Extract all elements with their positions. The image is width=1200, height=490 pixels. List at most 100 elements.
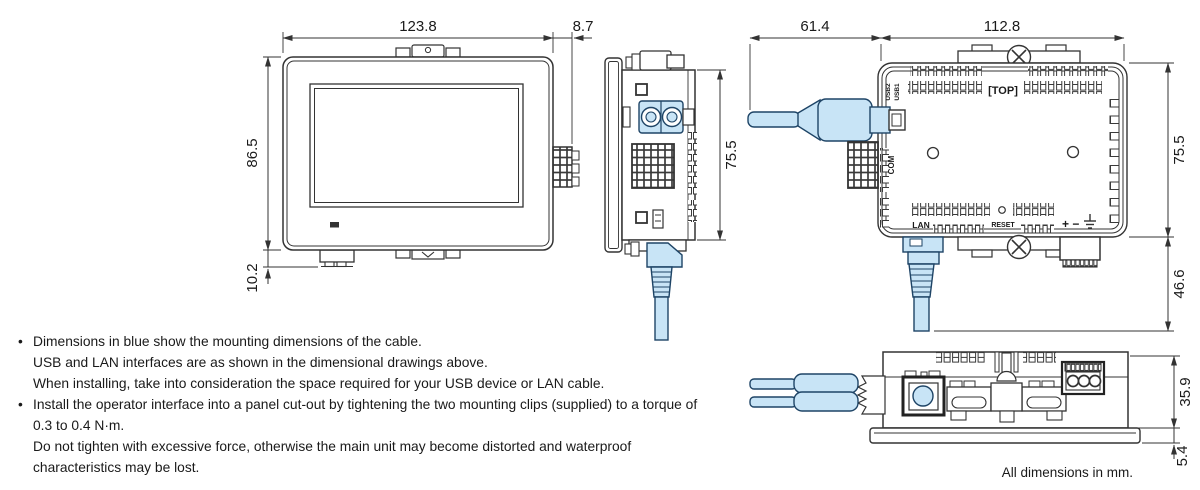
rear-cable-dim-label: 61.4	[800, 18, 829, 35]
front-side-connector	[552, 146, 580, 188]
bottom-usb-port	[901, 370, 946, 417]
power-plus-minus-label: + −	[1062, 217, 1079, 231]
front-led-indicator	[330, 222, 339, 228]
front-top-clip	[395, 44, 461, 58]
note-text: USB and LAN interfaces are as shown in t…	[33, 355, 488, 370]
front-bottom-depth-dim-label: 10.2	[244, 263, 261, 292]
side-small-slot	[652, 209, 664, 229]
rear-cable-drop-dimension: 46.6	[934, 236, 1188, 332]
front-screen	[309, 83, 524, 208]
usb-receptacle	[888, 109, 906, 131]
rear-power-terminal	[1059, 236, 1101, 268]
note-text: Do not tighten with excessive force, oth…	[33, 439, 632, 454]
functional-earth-icon	[1084, 214, 1096, 229]
rear-vent-row	[912, 203, 990, 216]
front-height-dimension: 86.5	[244, 56, 281, 251]
com-port-label: COM	[887, 155, 896, 174]
rear-vent-row	[1024, 81, 1102, 94]
rear-view: [TOP] USB2 USB1 COM LAN RESET	[747, 18, 1188, 332]
front-width-dimension: 123.8	[282, 18, 554, 53]
side-terminal-block	[631, 143, 675, 189]
rear-vent-row-small	[1021, 224, 1054, 233]
side-usb-connector	[638, 100, 695, 134]
note-line: USB and LAN interfaces are as shown in t…	[18, 352, 758, 373]
side-bezel-slot	[622, 106, 631, 128]
rear-cable-dimension: 61.4	[749, 18, 882, 110]
com-connector	[847, 141, 879, 189]
front-bottom-depth-dimension: 10.2	[244, 250, 318, 293]
front-width-dim-label: 123.8	[399, 18, 437, 35]
front-view: 123.8 8.7 86.5 10.2	[244, 18, 593, 293]
rear-height-dim-label: 75.5	[1171, 135, 1188, 164]
rear-vent-row	[908, 81, 982, 94]
side-top-clip	[625, 50, 685, 71]
bottom-flange-dimension: 5.4	[1142, 428, 1191, 466]
note-line: characteristics may be lost.	[18, 457, 758, 478]
rear-vent-column-left	[880, 148, 889, 192]
front-side-depth-dimension: 8.7	[553, 18, 593, 144]
rear-hole-left	[926, 146, 940, 160]
reset-label: RESET	[991, 222, 1015, 229]
side-depth-dimension: 75.5	[697, 69, 740, 241]
side-vent-column-lower	[688, 200, 697, 222]
rear-usb-cable	[747, 98, 891, 142]
rear-vent-row	[1013, 203, 1054, 216]
bullet	[18, 415, 33, 436]
rear-vent-column-right	[1109, 95, 1119, 227]
top-orientation-label: [TOP]	[988, 85, 1018, 97]
usb2-port-label: USB2	[885, 83, 892, 101]
bullet: •	[18, 334, 23, 349]
front-bottom-clip	[395, 249, 461, 260]
side-view: 75.5	[604, 50, 740, 341]
bullet	[18, 457, 33, 478]
note-text: When installing, take into consideration…	[33, 376, 605, 391]
note-line: • Install the operator interface into a …	[18, 394, 758, 415]
bullet: •	[18, 397, 23, 412]
power-polarity-marks: + −	[1062, 214, 1096, 231]
units-note: All dimensions in mm.	[1002, 465, 1133, 480]
side-bezel	[604, 57, 623, 253]
bottom-flange-dim-label: 5.4	[1174, 446, 1191, 467]
bottom-vent-row	[936, 352, 986, 363]
note-line: • Dimensions in blue show the mounting d…	[18, 331, 758, 352]
rear-vent-column-left	[880, 198, 889, 231]
rear-width-dimension: 112.8	[880, 18, 1125, 61]
rear-width-dim-label: 112.8	[984, 18, 1020, 35]
bottom-depth-dim-label: 35.9	[1177, 377, 1194, 406]
usb1-port-label: USB1	[894, 83, 901, 101]
bottom-mounting-clip	[946, 352, 1067, 423]
rear-vent-row	[910, 66, 982, 76]
lan-port-label: LAN	[912, 220, 929, 230]
bottom-view: 35.9 5.4	[749, 351, 1194, 466]
bottom-usb-circle	[912, 385, 934, 407]
bottom-power-terminal	[1060, 360, 1106, 396]
side-vent-column	[688, 130, 697, 196]
front-bottom-connector	[319, 249, 355, 268]
bottom-flange	[869, 427, 1141, 444]
installation-notes: • Dimensions in blue show the mounting d…	[18, 331, 758, 478]
note-line: 0.3 to 0.4 N·m.	[18, 415, 758, 436]
rear-lan-cable	[902, 236, 944, 332]
note-text: Install the operator interface into a pa…	[33, 397, 698, 412]
front-height-dim-label: 86.5	[244, 138, 261, 167]
front-side-depth-dim-label: 8.7	[573, 18, 594, 35]
bullet	[18, 352, 33, 373]
side-square-hole-top	[635, 83, 648, 96]
rear-vent-row-small	[933, 224, 984, 233]
bottom-vent-row	[1023, 352, 1056, 363]
note-text: 0.3 to 0.4 N·m.	[33, 418, 125, 433]
bottom-depth-dimension: 35.9	[1130, 355, 1194, 429]
note-line: When installing, take into consideration…	[18, 373, 758, 394]
bullet	[18, 373, 33, 394]
note-text: characteristics may be lost.	[33, 460, 200, 475]
reset-hole	[998, 206, 1006, 214]
rear-cable-drop-dim-label: 46.6	[1171, 269, 1188, 298]
rear-hole-right	[1066, 145, 1080, 159]
side-lan-cable	[646, 242, 683, 341]
bottom-cables	[749, 373, 886, 415]
rear-vent-row	[1028, 66, 1108, 76]
rear-height-dimension: 75.5	[1129, 62, 1188, 238]
side-depth-dim-label: 75.5	[723, 140, 740, 169]
bullet	[18, 436, 33, 457]
